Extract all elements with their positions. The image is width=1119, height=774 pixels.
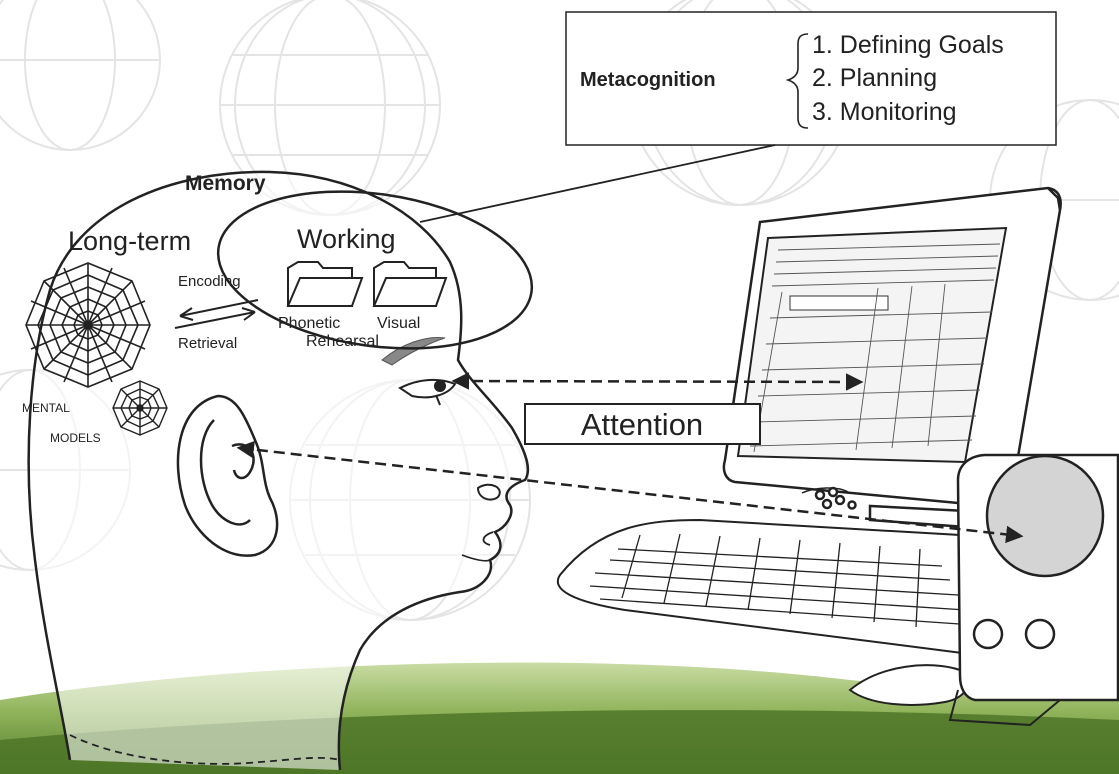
- retrieval-label: Retrieval: [178, 335, 237, 352]
- models-label: MODELS: [50, 431, 101, 445]
- mental-label: MENTAL: [22, 401, 70, 415]
- folder-icon: [286, 261, 364, 307]
- encoding-label: Encoding: [178, 273, 241, 290]
- long-term-label: Long-term: [68, 226, 191, 256]
- phonetic-label: Phonetic: [278, 315, 340, 332]
- metacognition-brace: [785, 33, 809, 129]
- eye-monitor-arrow: [451, 372, 864, 391]
- metacognition-item-2: 2. Planning: [812, 64, 937, 92]
- working-label: Working: [297, 224, 396, 254]
- metacognition-item-3: 3. Monitoring: [812, 98, 957, 126]
- metacognition-title: Metacognition: [580, 69, 716, 91]
- computer-monitor-icon: [722, 186, 1062, 530]
- visual-label: Visual: [377, 315, 420, 332]
- metacognition-item-1: 1. Defining Goals: [812, 31, 1004, 59]
- speaker-icon: [948, 453, 1119, 727]
- memory-title: Memory: [185, 172, 266, 195]
- metacognition-connector: [419, 144, 776, 223]
- attention-label: Attention: [581, 407, 703, 442]
- ear-speaker-arrow: [236, 440, 1024, 544]
- spider-web-icon: [25, 262, 151, 388]
- keyboard-icon: [557, 518, 992, 706]
- working-memory-ellipse: [216, 190, 534, 350]
- spider-web-icon: [112, 380, 168, 436]
- metacognition-box: [565, 11, 1057, 146]
- folder-icon: [372, 261, 448, 307]
- rehearsal-label: Rehearsal: [306, 333, 379, 350]
- attention-box: [524, 403, 761, 445]
- encoding-retrieval-arrows: [174, 299, 259, 329]
